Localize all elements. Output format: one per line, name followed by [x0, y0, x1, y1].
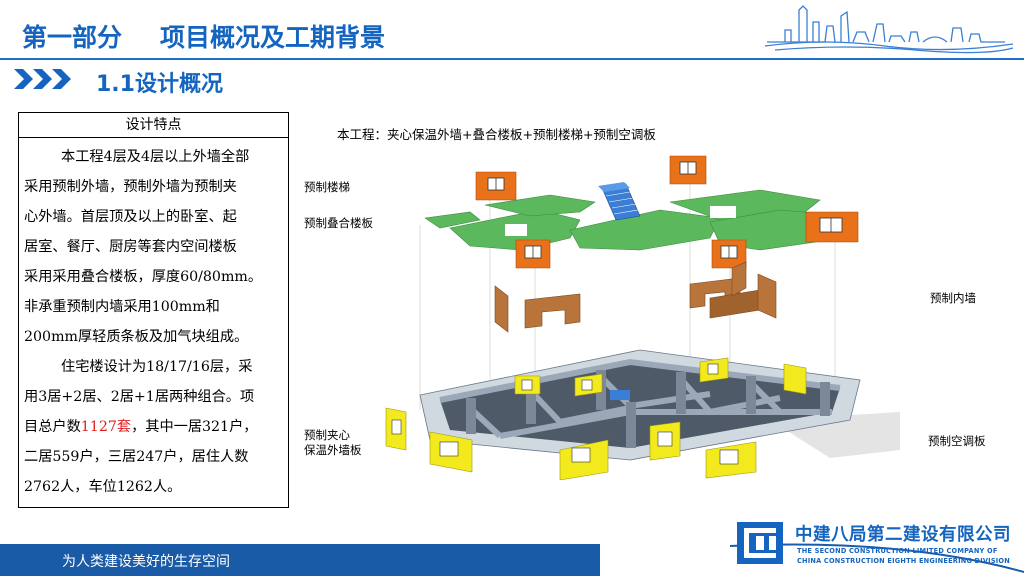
design-features-table: 设计特点 本工程4层及4层以上外墙全部采用预制外墙，预制外墙为预制夹心外墙。首层…: [18, 112, 289, 508]
label-ac-board: 预制空调板: [928, 434, 986, 449]
table-line: 二居559户，三居247户，居住人数: [24, 442, 284, 472]
table-line: 采用采用叠合楼板，厚度60/80mm。: [24, 262, 284, 292]
city-skyline-icon: [765, 2, 1015, 54]
table-line: 2762人，车位1262人。: [24, 472, 284, 502]
table-line: 居室、餐厅、厨房等套内空间楼板: [24, 232, 284, 262]
table-line: 目总户数1127套，其中一居321户，: [24, 412, 284, 442]
table-line: 非承重预制内墙采用100mm和: [24, 292, 284, 322]
household-count-highlight: 1127套: [81, 419, 131, 435]
table-line: 住宅楼设计为18/17/16层，采: [24, 352, 284, 382]
page-title-text: 项目概况及工期背景: [160, 23, 385, 52]
company-name-cn: 中建八局第二建设有限公司: [795, 521, 1011, 546]
table-line: 用3居+2居、2居+1居两种组合。项: [24, 382, 284, 412]
table-line: 采用预制外墙，预制外墙为预制夹: [24, 172, 284, 202]
table-header: 设计特点: [19, 113, 288, 138]
section-arrows-icon: [14, 68, 74, 90]
precast-stairs: [598, 182, 640, 220]
label-outer-wall-line1: 预制夹心: [304, 428, 350, 443]
table-line: 200mm厚轻质条板及加气块组成。: [24, 322, 284, 352]
text-segment: 目总户数: [24, 419, 81, 435]
inner-wall-panels: [495, 262, 776, 332]
page-title: 第一部分 项目概况及工期背景: [22, 18, 385, 54]
company-name-en-line2: CHINA CONSTRUCTION EIGHTH ENGINEERING DI…: [797, 557, 1010, 565]
text-segment: ，其中一居321户，: [131, 419, 257, 435]
building-exploded-diagram: [380, 150, 900, 480]
label-outer-wall-line2: 保温外墙板: [304, 443, 362, 458]
section-title: 1.1设计概况: [96, 66, 223, 98]
header-divider: [0, 58, 1024, 60]
footer-slogan: 为人类建设美好的生存空间: [62, 551, 230, 571]
label-inner-wall: 预制内墙: [930, 291, 976, 306]
table-line: 心外墙。首层顶及以上的卧室、起: [24, 202, 284, 232]
table-body: 本工程4层及4层以上外墙全部采用预制外墙，预制外墙为预制夹心外墙。首层顶及以上的…: [19, 138, 288, 502]
cscec-logo-icon: [736, 521, 784, 565]
label-precast-stairs: 预制楼梯: [304, 180, 350, 195]
diagram-caption: 本工程：夹心保温外墙+叠合楼板+预制楼梯+预制空调板: [337, 124, 656, 143]
table-line: 本工程4层及4层以上外墙全部: [24, 142, 284, 172]
company-name-en-line1: THE SECOND CONSTRUCTION LIMITED COMPANY …: [797, 547, 998, 555]
page-title-part: 第一部分: [22, 23, 122, 52]
label-composite-slab: 预制叠合楼板: [304, 216, 373, 231]
